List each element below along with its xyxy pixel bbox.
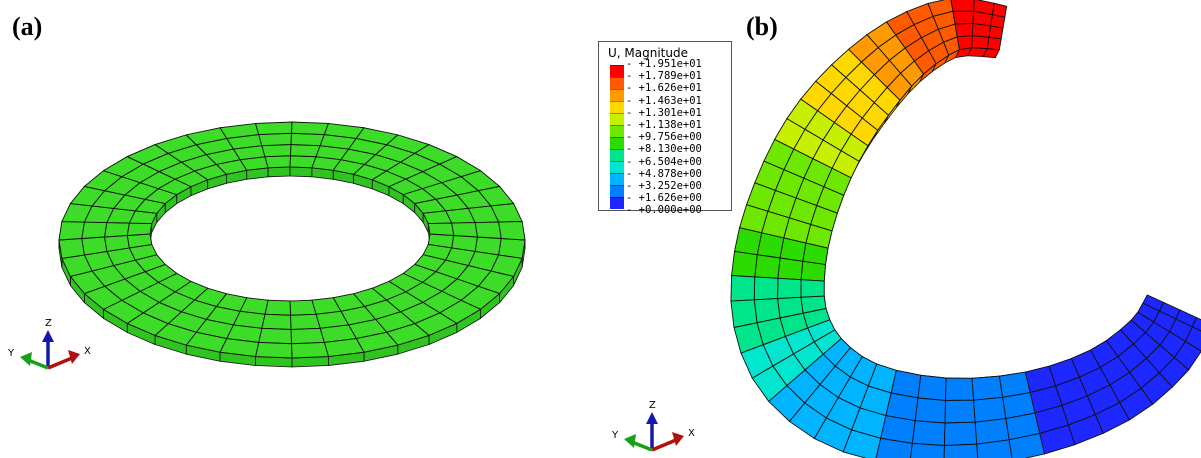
legend-value: +1.626e+00 (626, 192, 702, 204)
legend-title: U, Magnitude (608, 46, 688, 60)
mesh-element (1184, 326, 1201, 352)
panel-a-label: (a) (12, 12, 43, 41)
mesh-element (944, 399, 976, 424)
mesh-element (973, 396, 1007, 423)
legend-color-bar (610, 65, 624, 209)
legend-swatch (610, 149, 624, 161)
mesh-element (875, 437, 913, 458)
mesh-element (917, 374, 947, 401)
mesh-element (945, 377, 975, 401)
z-arrowhead (42, 330, 54, 342)
legend-value: +6.504e+00 (626, 156, 702, 168)
panel-b-label: (b) (746, 12, 778, 41)
mesh-element (753, 276, 779, 301)
axis-triad-a: Z X Y (7, 318, 91, 370)
legend-value: +1.463e+01 (626, 95, 702, 107)
mesh-element (914, 397, 947, 424)
legend-value: +0.000e+00 (626, 204, 702, 216)
z-axis-label: Z (649, 400, 656, 411)
legend-swatch (610, 89, 624, 101)
displacement-legend: U, Magnitude +1.951e+01+1.789e+01+1.626e… (598, 41, 732, 216)
legend-values: +1.951e+01+1.789e+01+1.626e+01+1.463e+01… (626, 58, 702, 216)
legend-swatch (610, 125, 624, 137)
y-axis-label: Y (7, 348, 15, 359)
legend-value: +1.789e+01 (626, 70, 702, 82)
legend-value: +1.951e+01 (626, 58, 702, 70)
mesh-element (973, 0, 995, 16)
x-axis-label: X (84, 346, 91, 357)
mesh-element (976, 439, 1013, 458)
mesh-element (954, 22, 974, 38)
z-arrowhead (646, 412, 658, 424)
mesh-element (1173, 340, 1201, 371)
legend-value: +4.878e+00 (626, 168, 702, 180)
mesh-element (731, 250, 758, 278)
x-axis-label: X (688, 428, 695, 439)
legend-value: +3.252e+00 (626, 180, 702, 192)
mesh-element (971, 35, 990, 50)
x-arrowhead (672, 432, 684, 446)
x-axis-arrow (47, 356, 73, 370)
y-axis-arrow (27, 358, 49, 370)
mesh-element (991, 2, 1008, 18)
mesh-element (943, 421, 978, 446)
mesh-element (1191, 316, 1201, 332)
mesh-element (950, 0, 975, 12)
mesh-element (911, 420, 946, 446)
mesh-element (733, 227, 763, 256)
axis-triad-b: Z X Y (611, 400, 695, 452)
mesh-element (730, 275, 756, 302)
mesh-element (800, 260, 827, 282)
legend-value: +9.756e+00 (626, 131, 702, 143)
mesh-element (777, 257, 804, 281)
legend-swatch (610, 173, 624, 185)
legend-swatch (610, 197, 624, 209)
z-axis-label: Z (45, 318, 52, 329)
mesh-element (910, 442, 945, 458)
mesh-element (498, 221, 526, 241)
legend-swatch (610, 101, 624, 113)
y-arrowhead (624, 434, 636, 448)
x-arrowhead (68, 350, 80, 364)
legend-value: +8.130e+00 (626, 143, 702, 155)
mesh-element (842, 429, 882, 458)
legend-swatch (610, 65, 624, 77)
legend-swatch (610, 185, 624, 197)
x-axis-arrow (651, 438, 677, 452)
y-axis-label: Y (611, 430, 619, 441)
mesh-element (943, 443, 979, 458)
legend-swatch (610, 113, 624, 125)
legend-swatch (610, 137, 624, 149)
mesh-element (971, 375, 1004, 401)
mesh-element (800, 279, 825, 298)
mesh-element (952, 10, 975, 25)
legend-swatch (610, 161, 624, 173)
mesh-element (754, 254, 781, 279)
y-arrowhead (20, 352, 32, 366)
legend-value: +1.138e+01 (626, 119, 702, 131)
mesh-element (777, 277, 802, 300)
mesh-element (986, 36, 1002, 51)
legend-value: +1.301e+01 (626, 107, 702, 119)
y-axis-arrow (631, 440, 653, 452)
legend-swatch (610, 77, 624, 89)
legend-value: +1.626e+01 (626, 82, 702, 94)
